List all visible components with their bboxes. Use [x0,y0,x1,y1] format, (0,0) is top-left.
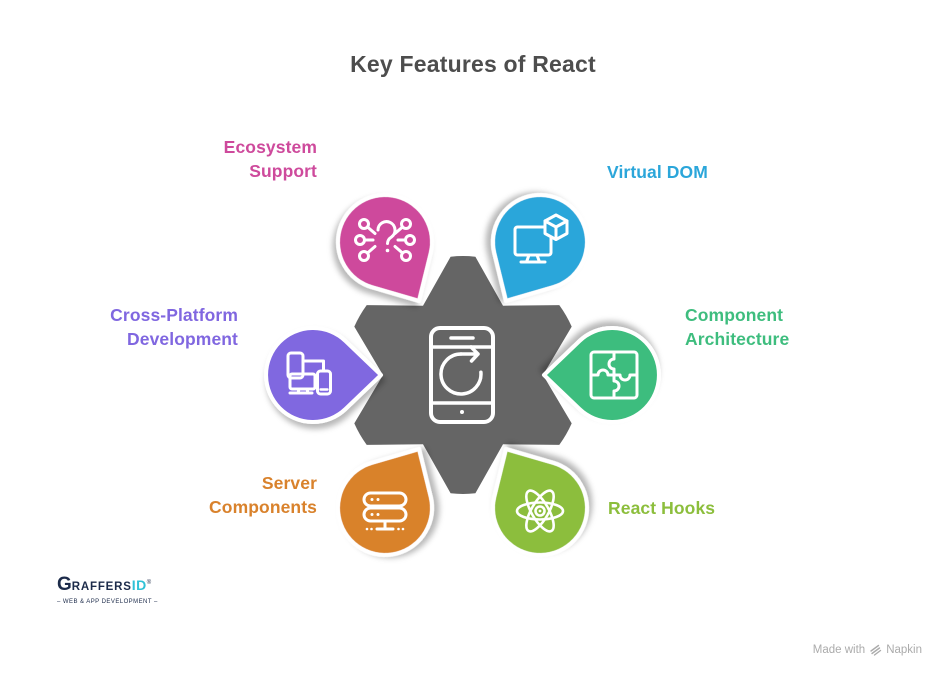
napkin-credit: Made with Napkin [813,643,922,656]
server-icon [362,491,408,531]
feature-label-component-architecture: Component Architecture [685,305,790,349]
petal-virtual-dom [490,193,589,303]
react-atom-icon [515,489,565,533]
credit-brand: Napkin [886,643,922,656]
petal-cross-platform [264,326,383,424]
feature-label-cross-platform: Cross-Platform Development [110,305,238,349]
feature-label-virtual-dom: Virtual DOM [607,162,708,182]
petal-react-hooks [490,447,589,557]
feature-label-ecosystem-support: Ecosystem Support [223,137,317,181]
logo-letter-g: G [57,574,72,595]
feature-label-react-hooks: React Hooks [608,498,716,518]
petal-component-architecture [542,326,661,424]
network-question-icon [354,218,416,262]
puzzle-icon [589,350,639,400]
registered-mark: ® [146,580,152,586]
mobile-refresh-icon [429,326,495,424]
petal-shape [336,447,435,557]
credit-prefix: Made with [812,643,866,656]
page-title: Key Features of React [350,51,596,77]
petal-server-components [336,447,435,557]
logo-wordmark: RAFFERS [71,581,132,593]
hub-shape [354,256,572,494]
logo-accent: ID [131,577,147,593]
monitor-cube-icon [513,213,569,264]
devices-icon [286,351,332,396]
feature-label-server-components: Server Components [209,473,317,517]
napkin-icon [870,644,882,656]
logo-tagline: – WEB & APP DEVELOPMENT – [57,599,158,605]
central-hub [354,256,572,494]
petal-ecosystem-support [336,193,435,303]
